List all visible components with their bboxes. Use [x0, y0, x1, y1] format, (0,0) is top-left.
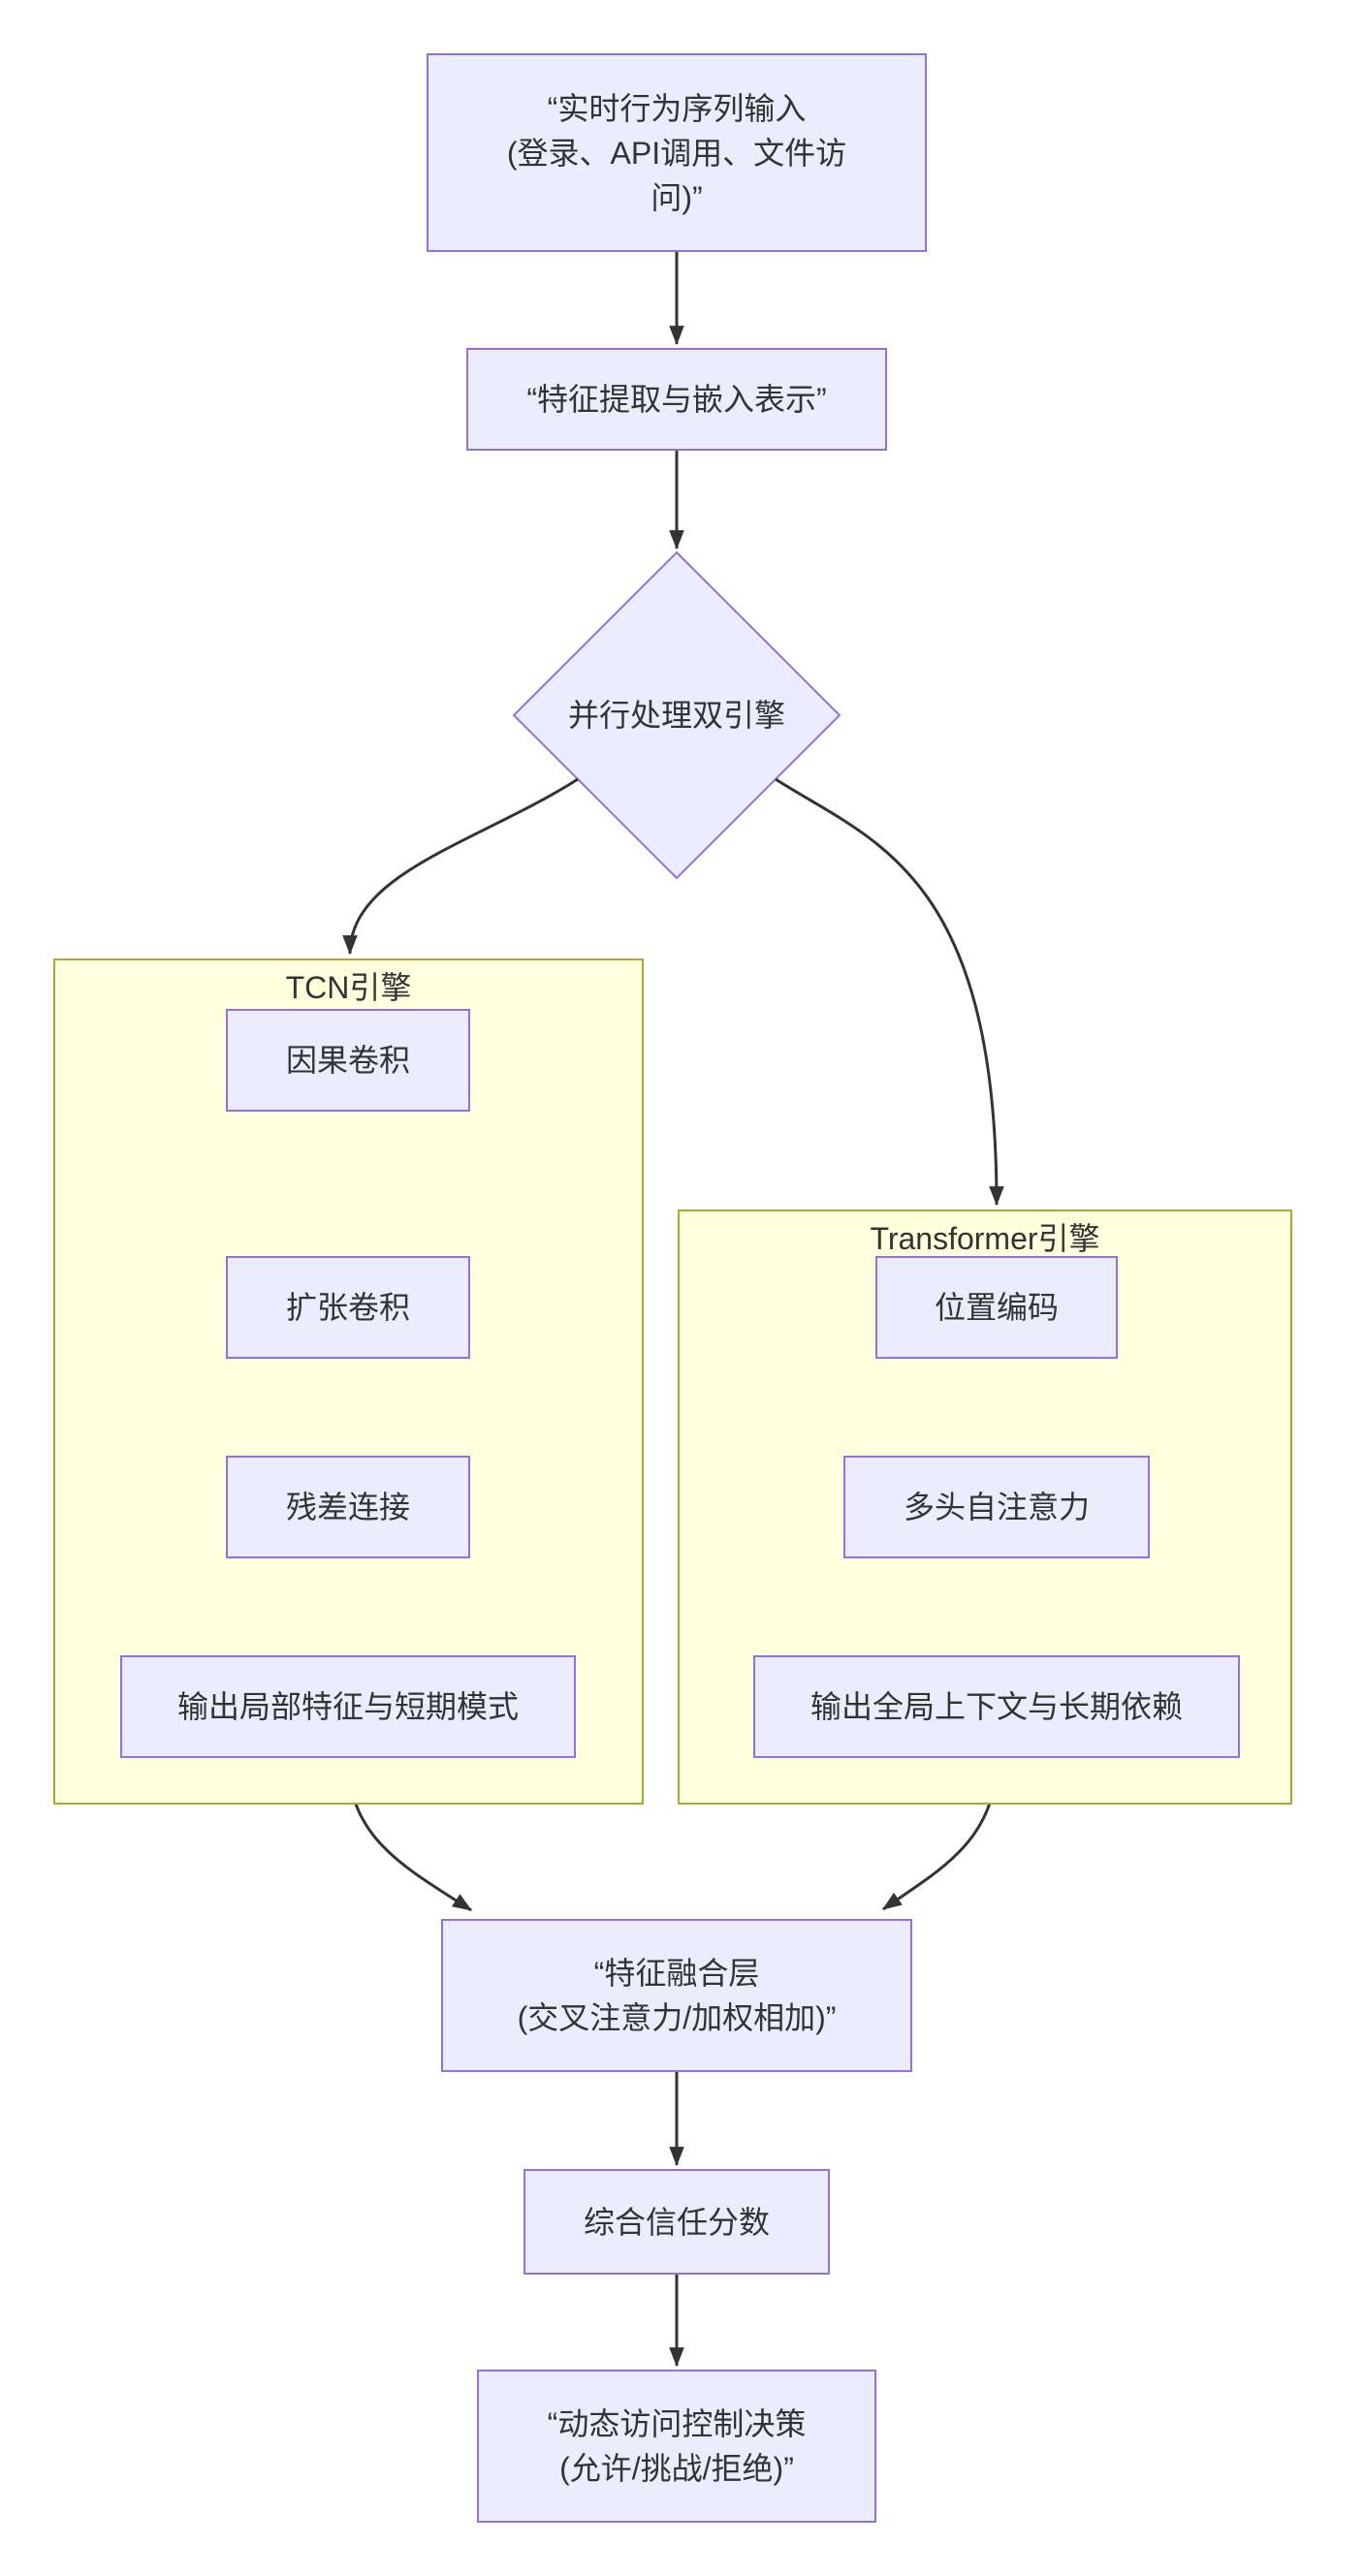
node-residual: 残差连接 — [226, 1456, 470, 1558]
node-fusion: “特征融合层 (交叉注意力/加权相加)” — [441, 1919, 912, 2072]
cluster-transformer-title: Transformer引擎 — [870, 1221, 1100, 1256]
edge-parallel-transformer — [775, 777, 1004, 1207]
edge-parallel-tcn — [342, 777, 579, 956]
node-causal-conv: 因果卷积 — [226, 1009, 470, 1112]
node-feature-extract: “特征提取与嵌入表示” — [466, 348, 887, 451]
node-multihead-attention: 多头自注意力 — [843, 1456, 1150, 1558]
node-transformer-output: 输出全局上下文与长期依赖 — [753, 1655, 1240, 1758]
cluster-tcn-title: TCN引擎 — [285, 970, 412, 1005]
decision-diamond-label: 并行处理双引擎 — [567, 698, 785, 733]
node-input: “实时行为序列输入 (登录、API调用、文件访 问)” — [427, 53, 927, 252]
node-tcn-output: 输出局部特征与短期模式 — [120, 1655, 576, 1758]
decision-diamond — [512, 550, 841, 880]
node-access-decision: “动态访问控制决策 (允许/挑战/拒绝)” — [477, 2370, 876, 2523]
node-dilated-conv: 扩张卷积 — [226, 1256, 470, 1359]
node-positional-encoding: 位置编码 — [875, 1256, 1118, 1359]
node-trust-score: 综合信任分数 — [524, 2169, 830, 2275]
